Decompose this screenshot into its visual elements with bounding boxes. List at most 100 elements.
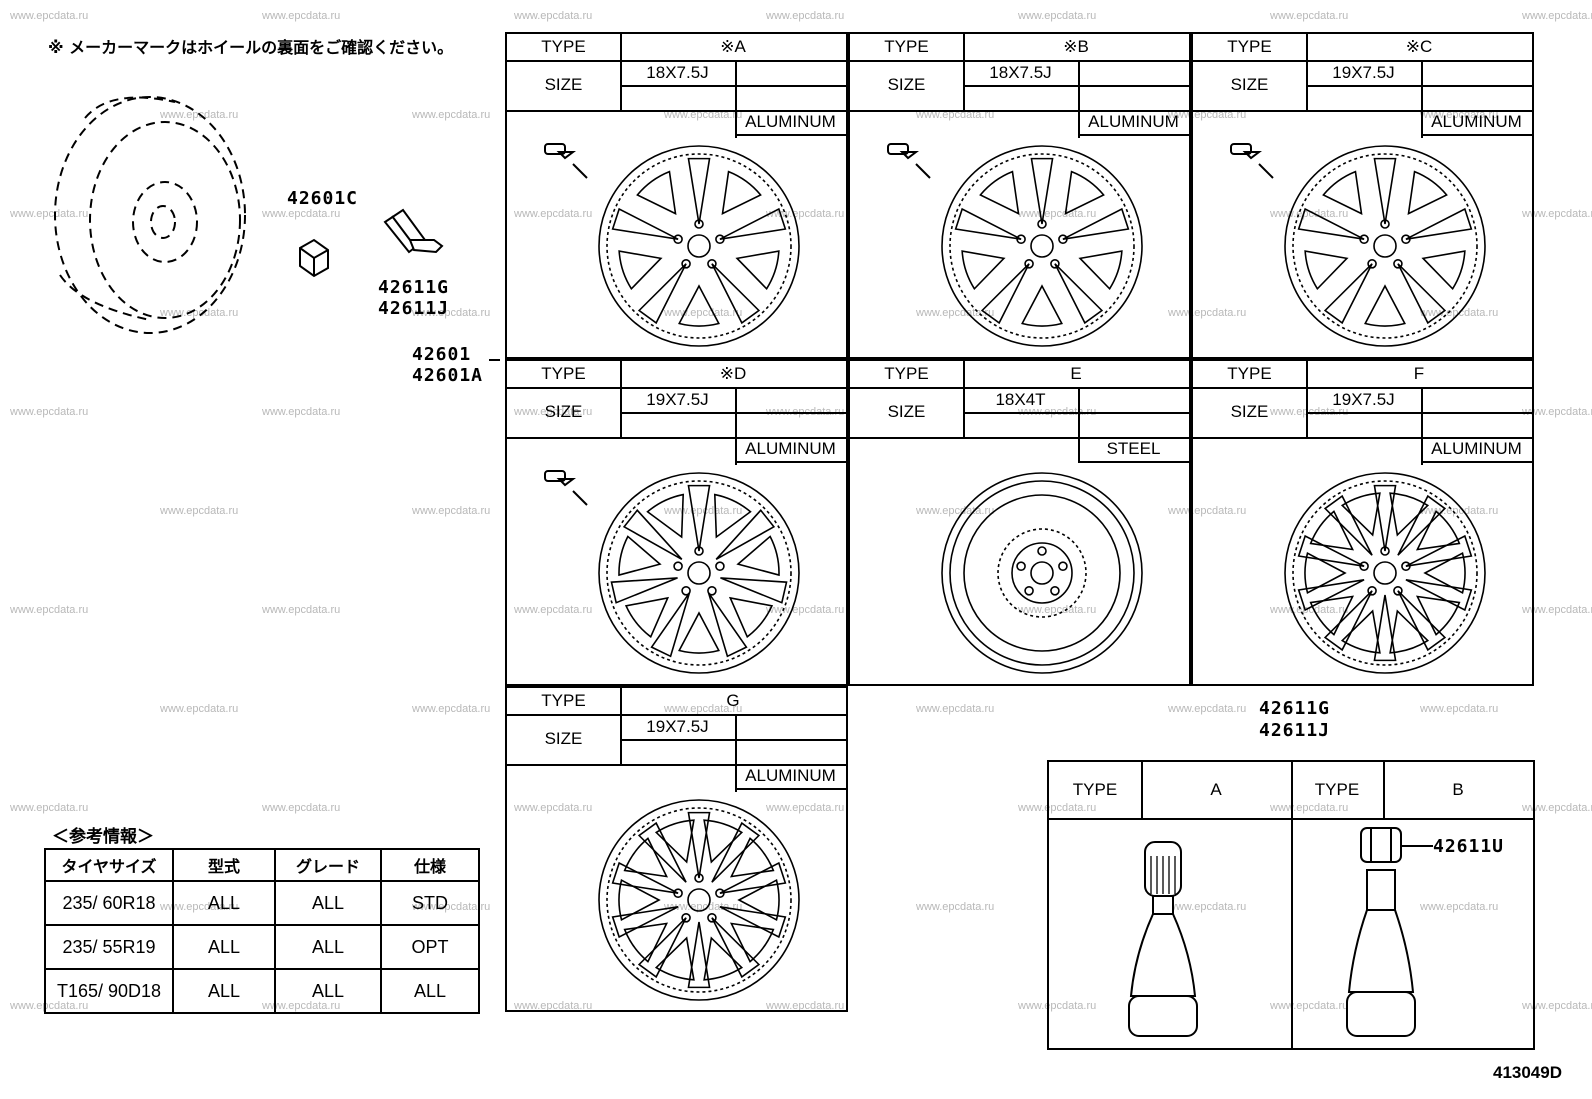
watermark-text: www.epcdata.ru	[262, 208, 341, 220]
wheel-drawing	[887, 143, 1143, 347]
watermark-text: www.epcdata.ru	[664, 505, 743, 517]
valve-type-table: TYPE A TYPE B 42611U	[1047, 760, 1535, 1050]
wheel-material: ALUMINUM	[1431, 112, 1522, 131]
watermark-text: www.epcdata.ru	[916, 505, 995, 517]
part-number-cap: 42611U	[1433, 836, 1505, 857]
part-number-valve-1: 42611G	[378, 277, 450, 298]
watermark-text: www.epcdata.ru	[1420, 109, 1499, 121]
watermark-text: www.epcdata.ru	[1018, 208, 1097, 220]
cell-tire-size: T165/ 90D18	[44, 968, 174, 1014]
watermark-text: www.epcdata.ru	[766, 802, 845, 814]
part-number-valve-2: 42611J	[378, 298, 450, 319]
maker-mark-icon	[887, 143, 931, 179]
wheel-type-label: TYPE	[541, 37, 586, 56]
watermark-text: www.epcdata.ru	[10, 10, 89, 22]
watermark-text: www.epcdata.ru	[1522, 208, 1592, 220]
watermark-text: www.epcdata.ru	[10, 208, 89, 220]
watermark-text: www.epcdata.ru	[664, 703, 743, 715]
watermark-text: www.epcdata.ru	[514, 604, 593, 616]
watermark-text: www.epcdata.ru	[412, 109, 491, 121]
cell-grade: ALL	[274, 968, 382, 1014]
maker-mark-icon	[544, 470, 588, 506]
watermark-text: www.epcdata.ru	[514, 1000, 593, 1012]
wheel-type-label: TYPE	[541, 691, 586, 710]
watermark-text: www.epcdata.ru	[916, 109, 995, 121]
watermark-text: www.epcdata.ru	[916, 901, 995, 913]
wheel-size-label: SIZE	[544, 75, 583, 94]
watermark-text: www.epcdata.ru	[10, 604, 89, 616]
valve-type-a-value: A	[1210, 780, 1222, 799]
reference-table: タイヤサイズ 型式 グレード 仕様 235/ 60R18 ALL ALL STD…	[44, 848, 480, 1014]
tire-outline-back	[54, 96, 246, 334]
wheel-type-label: TYPE	[884, 37, 929, 56]
wheel-size-label: SIZE	[1230, 402, 1269, 421]
watermark-text: www.epcdata.ru	[1270, 10, 1349, 22]
wheel-type-value: ※B	[1063, 37, 1089, 56]
watermark-text: www.epcdata.ru	[1270, 802, 1349, 814]
valve-type-b-value: B	[1452, 780, 1464, 799]
watermark-text: www.epcdata.ru	[1018, 802, 1097, 814]
cell-tire-size: 235/ 55R19	[44, 924, 174, 970]
part-number-wheel-2: 42601A	[412, 365, 484, 386]
wheel-drawing	[941, 472, 1143, 674]
table-row: 235/ 60R18 ALL ALL STD	[44, 880, 480, 926]
wheel-type-value: G	[726, 691, 740, 710]
cell-spec: STD	[380, 880, 480, 926]
wheel-size-label: SIZE	[544, 729, 583, 748]
table-row: T165/ 90D18 ALL ALL ALL	[44, 968, 480, 1014]
cell-tire-size: 235/ 60R18	[44, 880, 174, 926]
watermark-text: www.epcdata.ru	[1420, 901, 1499, 913]
watermark-text: www.epcdata.ru	[1522, 802, 1592, 814]
wheel-size-value: 19X7.5J	[1332, 62, 1395, 82]
wheel-drawing	[544, 143, 800, 347]
header-tire-size: タイヤサイズ	[44, 848, 174, 882]
valve-stem-icon	[383, 208, 444, 254]
valve-b-drawing	[1346, 827, 1433, 1037]
wheel-size-label: SIZE	[1230, 75, 1269, 94]
wheel-drawing	[1284, 472, 1486, 674]
watermark-text: www.epcdata.ru	[766, 10, 845, 22]
wheel-size-label: SIZE	[887, 402, 926, 421]
wheel-type-label: TYPE	[884, 364, 929, 383]
part-number-valve-detail-2: 42611J	[1259, 720, 1331, 741]
watermark-text: www.epcdata.ru	[262, 10, 341, 22]
watermark-text: www.epcdata.ru	[766, 604, 845, 616]
wheel-type-value: ※A	[720, 37, 746, 56]
watermark-text: www.epcdata.ru	[412, 505, 491, 517]
maker-mark-icon	[1230, 143, 1274, 179]
header-grade: グレード	[274, 848, 382, 882]
watermark-text: www.epcdata.ru	[664, 109, 743, 121]
wheel-material: STEEL	[1106, 439, 1161, 458]
watermark-text: www.epcdata.ru	[1168, 109, 1247, 121]
watermark-text: www.epcdata.ru	[412, 703, 491, 715]
watermark-text: www.epcdata.ru	[916, 307, 995, 319]
watermark-text: www.epcdata.ru	[514, 406, 593, 418]
wheel-size-value: 19X7.5J	[646, 716, 709, 736]
watermark-text: www.epcdata.ru	[10, 802, 89, 814]
wheel-size-value: 18X7.5J	[989, 62, 1052, 82]
watermark-text: www.epcdata.ru	[916, 703, 995, 715]
cell-model: ALL	[172, 924, 276, 970]
valve-type-a-label: TYPE	[1072, 780, 1118, 799]
reference-heading: ＜参考情報＞	[52, 827, 154, 847]
cell-spec: OPT	[380, 924, 480, 970]
watermark-text: www.epcdata.ru	[1168, 505, 1247, 517]
tire-face	[89, 121, 241, 319]
diagram-code: 413049D	[1492, 1063, 1562, 1082]
cell-model: ALL	[172, 968, 276, 1014]
watermark-text: www.epcdata.ru	[664, 901, 743, 913]
header-spec: 仕様	[380, 848, 480, 882]
watermark-text: www.epcdata.ru	[1522, 604, 1592, 616]
wheel-type-value: ※D	[719, 364, 747, 383]
wheel-type-value: F	[1413, 364, 1425, 383]
lug-nut-icon	[299, 238, 329, 278]
watermark-text: www.epcdata.ru	[514, 208, 593, 220]
watermark-text: www.epcdata.ru	[1018, 1000, 1097, 1012]
part-number-nut: 42601C	[287, 188, 359, 209]
